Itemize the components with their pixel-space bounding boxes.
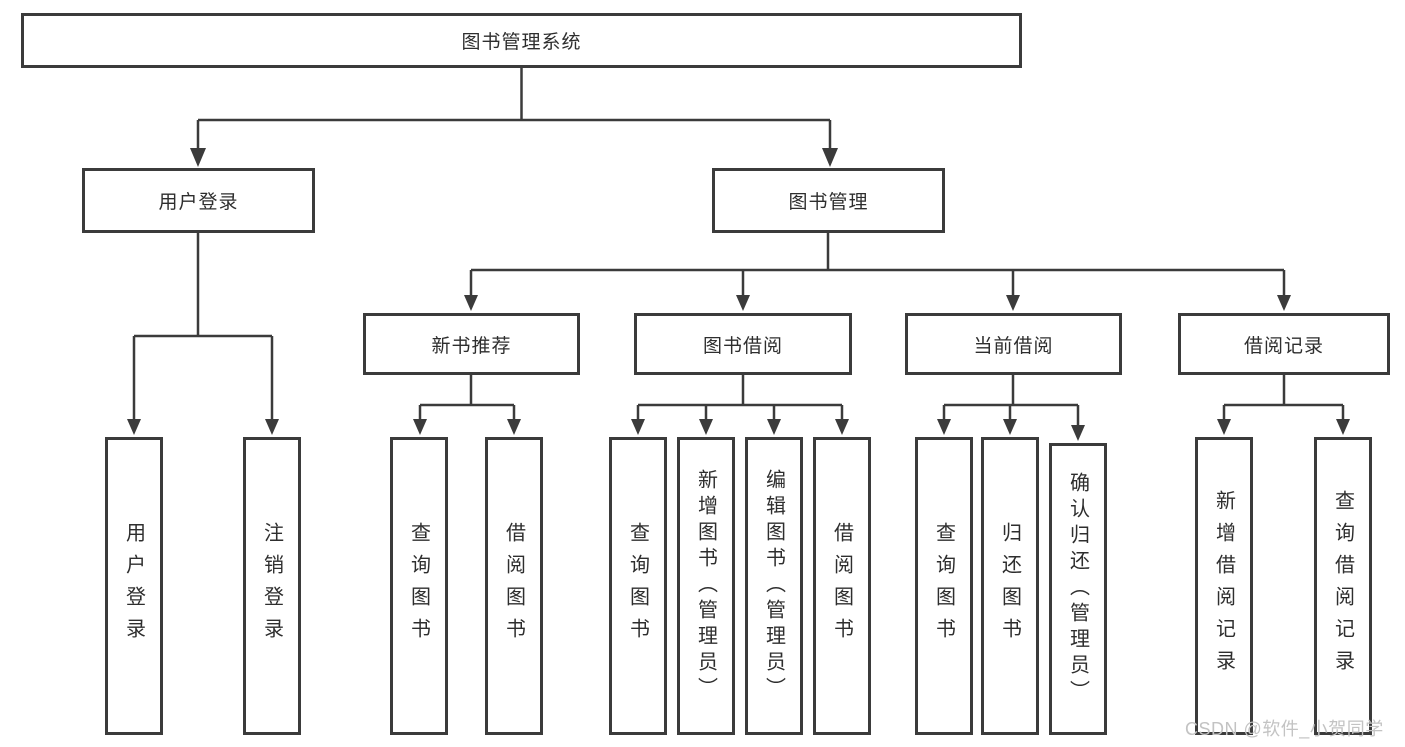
leaf-label: 确认归还（管理员） <box>1066 472 1089 706</box>
leaf-confirm-return-admin: 确认归还（管理员） <box>1049 443 1107 735</box>
node-current-borrow-label: 当前借阅 <box>973 335 1054 357</box>
node-new-book-recommend: 新书推荐 <box>363 313 580 375</box>
leaf-query-book-1: 查询图书 <box>390 437 448 735</box>
leaf-label: 查询借阅记录 <box>1331 490 1354 682</box>
leaf-label: 编辑图书（管理员） <box>762 469 785 703</box>
leaf-label: 用户登录 <box>122 522 145 650</box>
leaf-edit-book-admin: 编辑图书（管理员） <box>745 437 803 735</box>
node-borrow-record-label: 借阅记录 <box>1243 335 1324 357</box>
node-user-login: 用户登录 <box>82 168 315 233</box>
leaf-user-login: 用户登录 <box>105 437 163 735</box>
leaf-add-borrow-record: 新增借阅记录 <box>1195 437 1253 735</box>
node-book-management: 图书管理 <box>712 168 945 233</box>
leaf-query-book-3: 查询图书 <box>915 437 973 735</box>
leaf-label: 查询图书 <box>626 522 649 650</box>
leaf-query-borrow-record: 查询借阅记录 <box>1314 437 1372 735</box>
leaf-label: 注销登录 <box>260 522 283 650</box>
node-new-book-recommend-label: 新书推荐 <box>431 335 512 357</box>
leaf-label: 新增借阅记录 <box>1212 490 1235 682</box>
node-book-management-label: 图书管理 <box>788 192 869 213</box>
leaf-label: 借阅图书 <box>502 522 525 650</box>
csdn-watermark: CSDN @软件_小贺同学 <box>1185 719 1384 739</box>
node-root: 图书管理系统 <box>21 13 1022 68</box>
node-root-label: 图书管理系统 <box>461 32 582 53</box>
arrowheads <box>127 148 1350 441</box>
leaf-return-book: 归还图书 <box>981 437 1039 735</box>
node-borrow-record: 借阅记录 <box>1178 313 1390 375</box>
leaf-borrow-book-1: 借阅图书 <box>485 437 543 735</box>
leaf-label: 借阅图书 <box>830 522 853 650</box>
node-user-login-label: 用户登录 <box>158 192 239 213</box>
node-book-borrow: 图书借阅 <box>634 313 852 375</box>
leaf-borrow-book-2: 借阅图书 <box>813 437 871 735</box>
leaf-label: 查询图书 <box>932 522 955 650</box>
leaf-logout: 注销登录 <box>243 437 301 735</box>
leaf-label: 新增图书（管理员） <box>694 469 717 703</box>
leaf-add-book-admin: 新增图书（管理员） <box>677 437 735 735</box>
leaf-label: 查询图书 <box>407 522 430 650</box>
leaf-query-book-2: 查询图书 <box>609 437 667 735</box>
node-book-borrow-label: 图书借阅 <box>702 335 783 357</box>
leaf-label: 归还图书 <box>998 522 1021 650</box>
node-current-borrow: 当前借阅 <box>905 313 1122 375</box>
